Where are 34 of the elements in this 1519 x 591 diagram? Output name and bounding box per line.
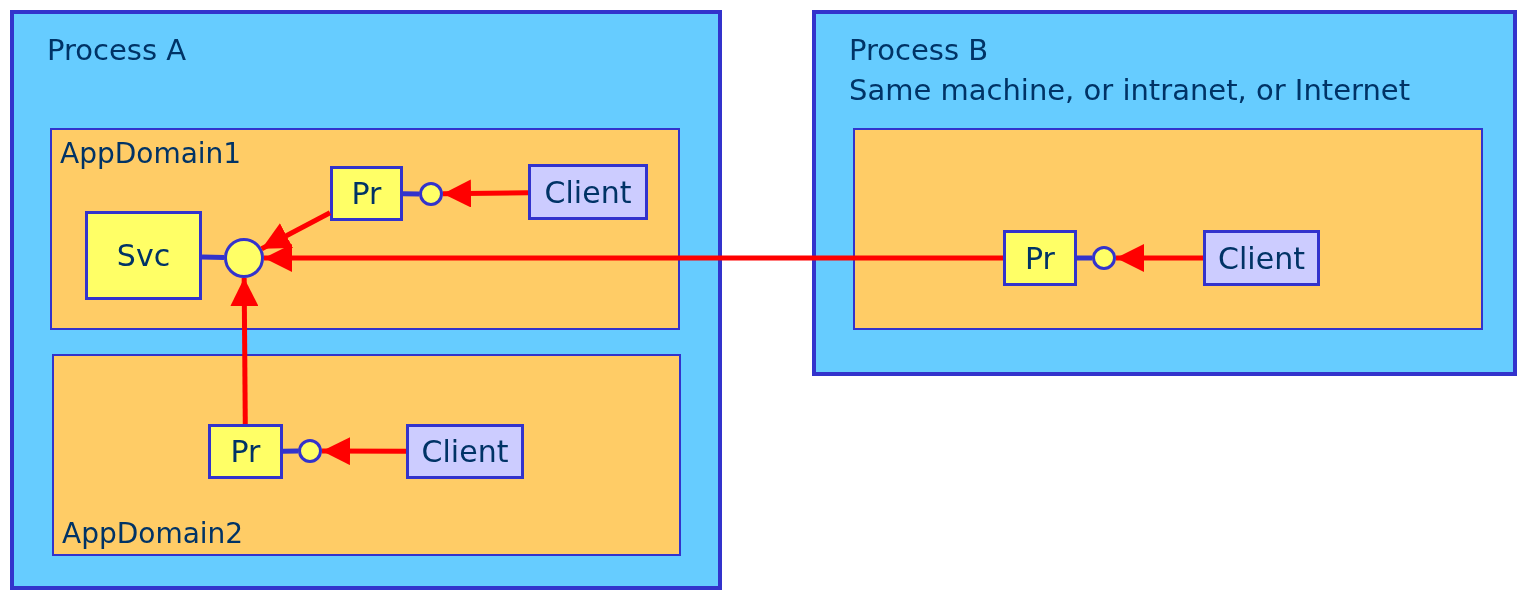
arrow: [1116, 244, 1203, 272]
arrow: [322, 437, 406, 466]
node-label: Client: [421, 433, 509, 471]
connector-line: [403, 191, 419, 197]
node-heading: AppDomain1: [60, 136, 242, 172]
node-label: Pr: [230, 433, 261, 471]
connector-line: [201, 254, 225, 260]
node-label: Svc: [116, 237, 171, 275]
arrow: [442, 179, 529, 208]
node-heading: Process B: [849, 32, 989, 69]
app-domain-box: [50, 128, 680, 330]
client-box: [1203, 230, 1320, 286]
app-domain-box: [853, 128, 1483, 330]
service-box: [85, 211, 202, 300]
client-box: [406, 424, 524, 479]
node-label: Pr: [351, 175, 382, 213]
connector-line: [283, 448, 298, 454]
node-subtitle: Same machine, or intranet, or Internet: [849, 72, 1410, 109]
process-box: [812, 10, 1517, 376]
arrow: [264, 244, 1003, 272]
client-box: [528, 164, 648, 220]
arrow: [230, 278, 259, 425]
node-heading: AppDomain2: [62, 516, 244, 552]
proxy-box: [1003, 230, 1077, 286]
app-domain-box: [52, 354, 681, 556]
node-label: Pr: [1025, 239, 1055, 278]
proxy-box: [208, 424, 283, 479]
arrow: [260, 210, 332, 251]
node-label: Client: [1218, 239, 1305, 278]
node-heading: Process A: [47, 32, 187, 69]
connector-line: [1077, 255, 1092, 261]
proxy-box: [330, 166, 403, 221]
node-label: Client: [544, 173, 632, 212]
process-box: [10, 10, 722, 590]
